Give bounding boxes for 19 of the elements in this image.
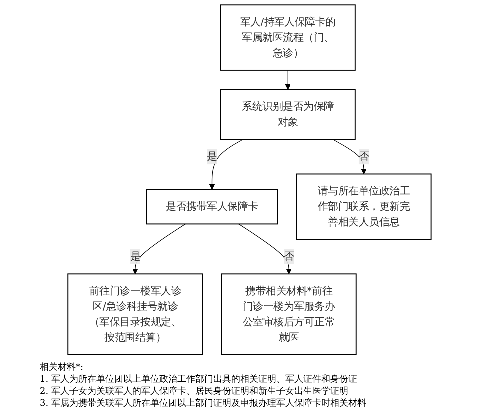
edge-label: 否 (358, 150, 369, 163)
arrow (332, 139, 367, 174)
arrow (238, 224, 292, 274)
note-text: 1. 军人为所在单位团以上单位政治工作部门出具的相关证明、军人证件和身份证 (40, 374, 358, 386)
node-box: 前往门诊一楼军人诊区/急诊科挂号就诊（军保目录按规定、按范围结算） (67, 274, 203, 356)
edge-label: 是 (130, 250, 140, 263)
note-text: 2. 军人子女为关联军人的军人保障卡、居民身份证明和新生子女出生医学证明 (40, 386, 350, 398)
arrow (285, 70, 291, 90)
edge-label: 否 (284, 250, 294, 263)
arrow (132, 224, 186, 274)
node-box: 携带相关材料*前往门诊一楼为军服务办公室审核后方可正常就医 (221, 274, 357, 356)
note-text: 相关材料*: (40, 362, 85, 374)
node-box: 请与所在单位政治工作部门联系，更新完善相关人员信息 (296, 174, 432, 240)
edge-label: 是 (206, 150, 218, 163)
node-box: 系统识别是否为保障对象 (220, 89, 356, 140)
node-box: 是否携带军人保障卡 (146, 189, 278, 225)
node-box: 军人/持军人保障卡的军属就医流程（门、急诊） (220, 4, 356, 71)
note-text: 3. 军属为携带关联军人所在单位团以上部门证明及申报办理军人保障卡时相关材料 (40, 398, 368, 410)
arrow (209, 139, 244, 190)
